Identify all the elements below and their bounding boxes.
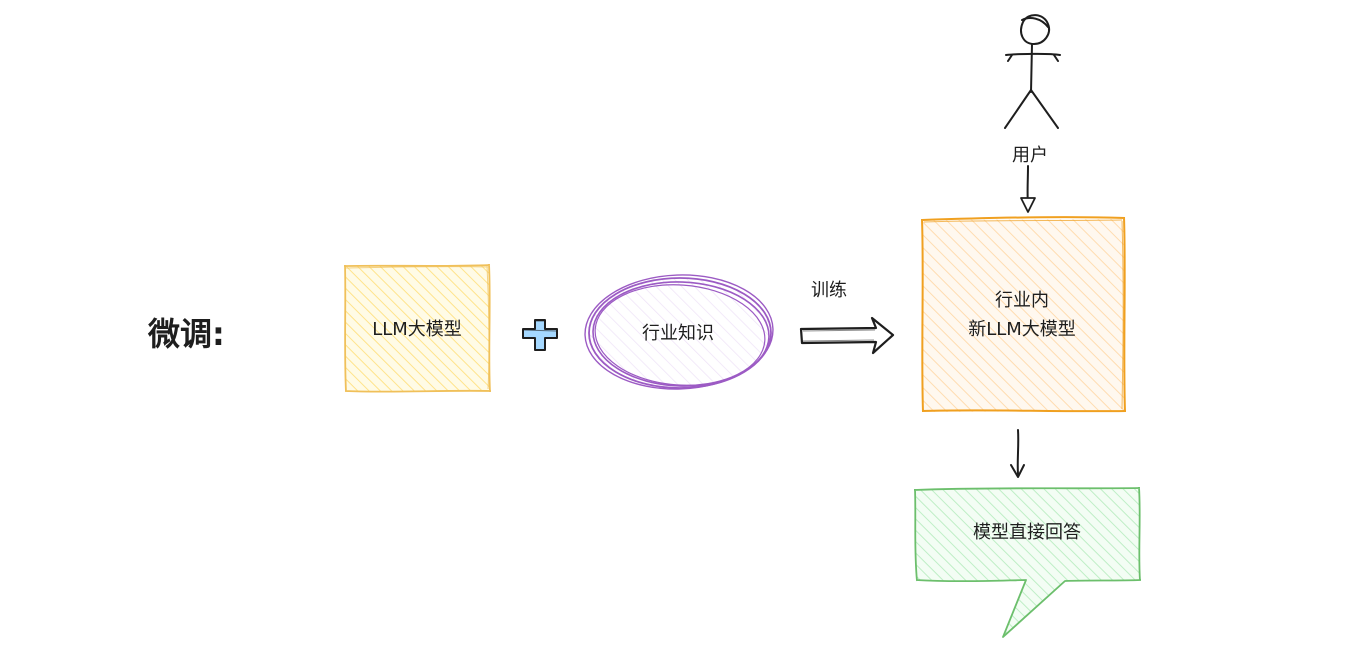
industry-llm-model-label-line2: 新LLM大模型 [968, 319, 1076, 340]
industry-llm-model-box: 行业内 新LLM大模型 [921, 216, 1127, 413]
user-to-model-arrow [1020, 165, 1036, 213]
llm-model-box: LLM大模型 [343, 263, 492, 393]
industry-knowledge-ellipse: 行业知识 [584, 274, 774, 390]
direct-answer-speech-bubble: 模型直接回答 [913, 486, 1142, 638]
plus-icon [522, 319, 558, 351]
direct-answer-label: 模型直接回答 [973, 522, 1081, 543]
training-arrow [799, 316, 895, 355]
diagram-heading: 微调: [147, 315, 225, 353]
industry-llm-model-label-line1: 行业内 [995, 290, 1049, 311]
user-stick-figure-icon [1004, 14, 1061, 129]
model-to-answer-arrow [1010, 429, 1025, 478]
industry-knowledge-label: 行业知识 [642, 323, 714, 344]
llm-model-label: LLM大模型 [372, 319, 462, 340]
user-label: 用户 [1012, 145, 1048, 166]
training-label: 训练 [811, 280, 847, 301]
